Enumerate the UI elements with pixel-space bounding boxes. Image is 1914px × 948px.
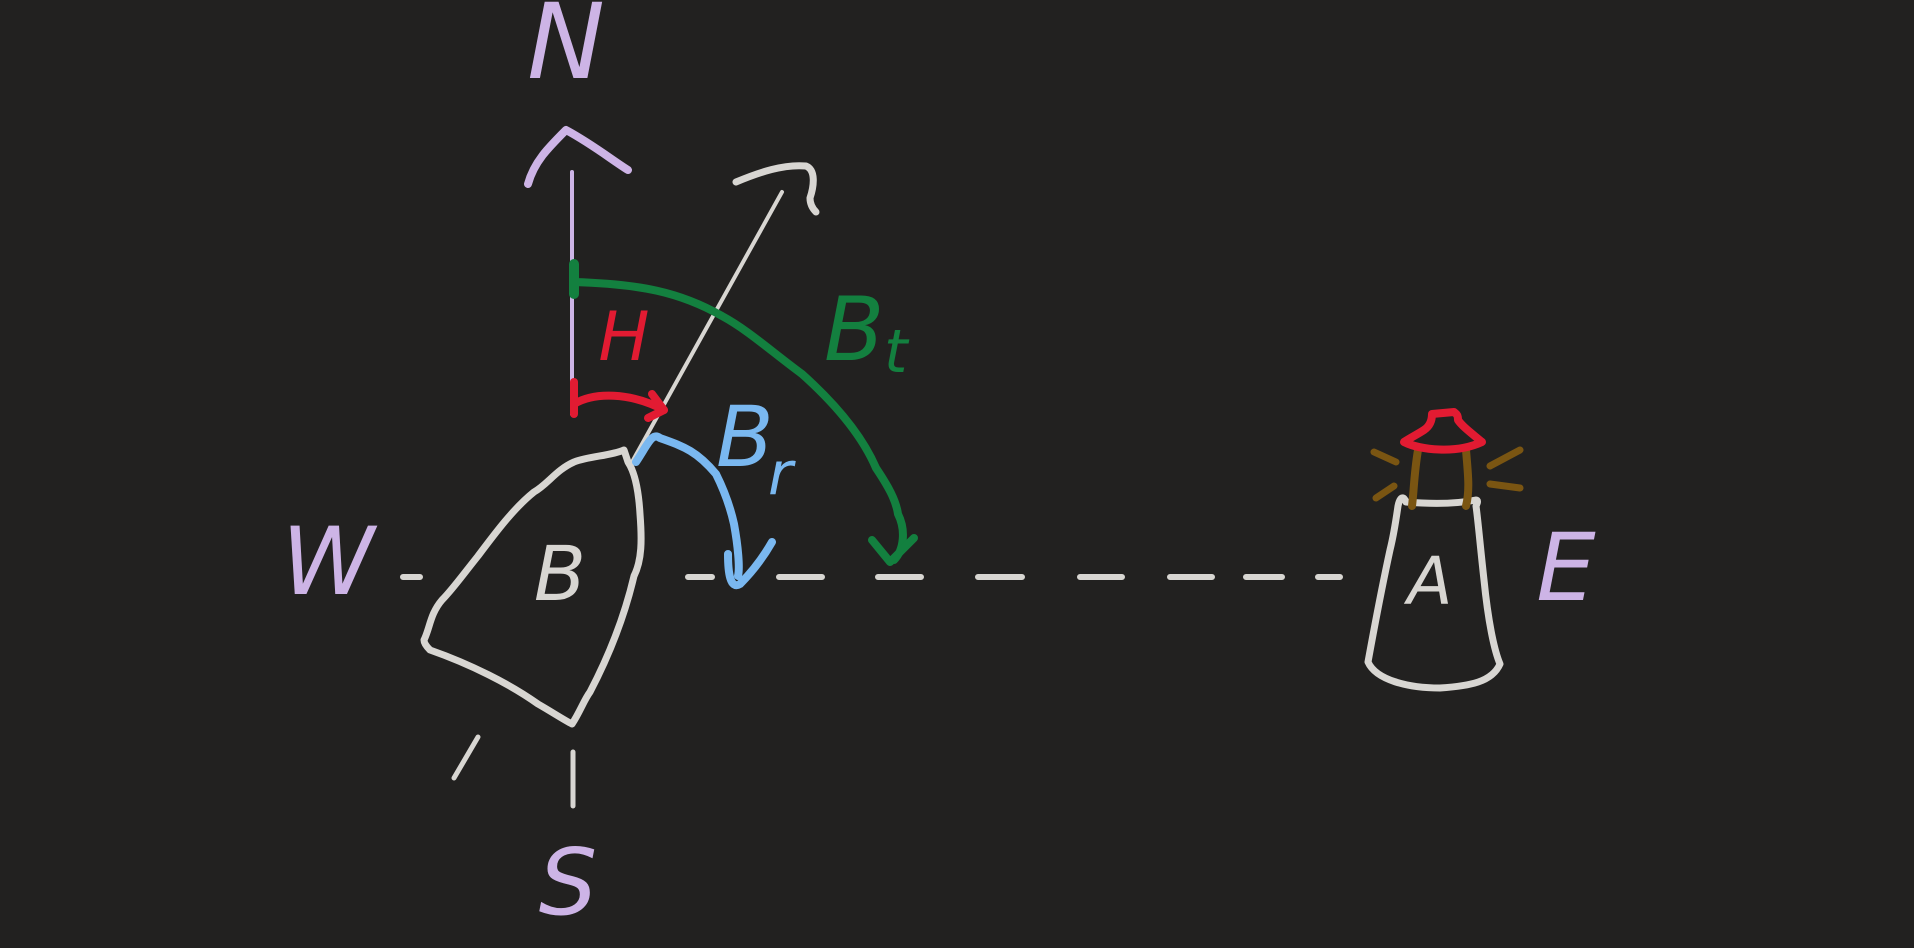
- true-bearing-label-sub: t: [884, 317, 910, 387]
- lighthouse: A: [1364, 408, 1524, 692]
- relative-bearing-angle: B r: [632, 388, 796, 590]
- compass-west-label: W: [282, 508, 378, 617]
- compass-north-label: N: [527, 0, 605, 103]
- true-bearing-arrowhead-icon: [868, 534, 918, 566]
- boat-stern-line: [451, 734, 481, 781]
- true-bearing-label: B t: [824, 278, 910, 387]
- relative-bearing-label: B r: [716, 388, 796, 509]
- boat-hull-outline: [420, 446, 645, 728]
- north-arrowhead-icon: [524, 126, 632, 188]
- heading-arrowhead-icon: [644, 390, 668, 422]
- lighthouse-tower-outline: [1364, 494, 1504, 692]
- relative-bearing-arc: [632, 432, 743, 580]
- true-bearing-angle: B t: [569, 259, 918, 566]
- compass-south-label: S: [539, 829, 597, 936]
- true-bearing-label-main: B: [824, 278, 884, 381]
- heading-arc: [570, 391, 668, 414]
- relative-bearing-label-sub: r: [768, 439, 796, 509]
- true-bearing-arc: [570, 278, 907, 564]
- lighthouse-roof-icon: [1400, 408, 1486, 454]
- heading-angle: H: [570, 298, 668, 422]
- heading-label: H: [598, 298, 649, 377]
- lighthouse-label: A: [1403, 543, 1452, 620]
- boat-heading-arrowhead-icon: [732, 162, 820, 216]
- compass-east-label: E: [1536, 514, 1596, 623]
- relative-bearing-label-main: B: [716, 388, 774, 486]
- compass: N S W E: [282, 0, 1597, 936]
- boat-label: B: [534, 529, 586, 618]
- lighthouse-light-rays-icon: [1370, 446, 1524, 502]
- relative-bearing-arrowhead-icon: [724, 538, 776, 590]
- lighthouse-lantern-posts: [1408, 446, 1473, 510]
